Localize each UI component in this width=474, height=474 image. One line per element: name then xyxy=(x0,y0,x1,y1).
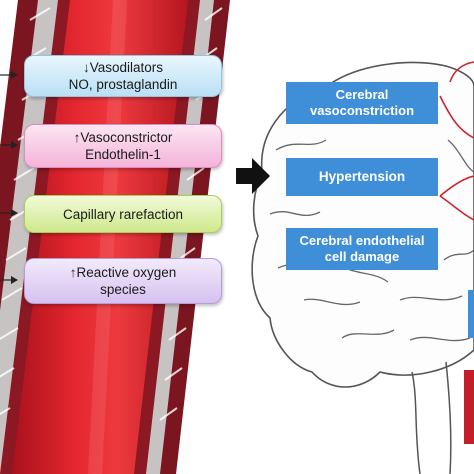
cerebral-vasoconstriction-line1: Cerebral xyxy=(335,87,389,102)
brain-stem xyxy=(411,361,452,474)
endothelial-damage-line1: Cerebral endothelial xyxy=(299,233,425,248)
vasoconstrictor-example: Endothelin-1 xyxy=(85,147,161,162)
ros-label-line2: species xyxy=(100,282,146,297)
blood-vessel xyxy=(0,0,230,474)
brain-blue-tab xyxy=(468,290,474,338)
brain-illustration xyxy=(251,61,474,474)
arrow-to-ros xyxy=(0,276,18,284)
ros-label-line1: ↑Reactive oxygen xyxy=(69,265,177,280)
arrow-to-vasoconstrictor xyxy=(0,141,18,149)
connector-arrows xyxy=(0,71,270,284)
endothelial-damage-box: Cerebral endothelial cell damage xyxy=(286,228,438,270)
cerebral-vasoconstriction-box: Cerebral vasoconstriction xyxy=(286,82,438,124)
hypertension-box: Hypertension xyxy=(286,158,438,196)
brain-red-tab xyxy=(464,370,474,444)
capillary-rarefaction-box: Capillary rarefaction xyxy=(24,195,222,233)
vasodilators-examples: NO, prostaglandin xyxy=(68,77,178,92)
vasodilators-box: ↓Vasodilators NO, prostaglandin xyxy=(24,55,222,97)
capillary-rarefaction-label: Capillary rarefaction xyxy=(62,206,184,222)
endothelial-damage-line2: cell damage xyxy=(324,249,400,264)
big-black-arrow xyxy=(236,158,270,194)
hypertension-label: Hypertension xyxy=(318,169,406,184)
vasoconstrictor-label: ↑Vasoconstrictor xyxy=(73,130,173,145)
vessel-lumen xyxy=(12,0,188,474)
arrow-to-capillary xyxy=(0,209,18,217)
cerebral-vasoconstriction-line2: vasoconstriction xyxy=(309,103,415,118)
arrow-to-vasodilators xyxy=(0,71,18,79)
reactive-oxygen-species-box: ↑Reactive oxygen species xyxy=(24,258,222,304)
cerebral-vessels xyxy=(439,61,474,221)
vasoconstrictor-box: ↑Vasoconstrictor Endothelin-1 xyxy=(24,124,222,168)
vasodilators-label: ↓Vasodilators xyxy=(82,60,164,75)
